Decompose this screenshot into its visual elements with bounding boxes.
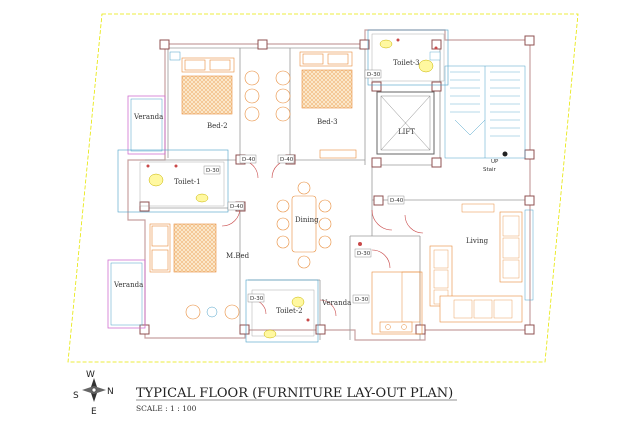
bed-3-furniture: [299, 51, 357, 159]
site-boundary: [67, 13, 579, 363]
door-tag-toilet-1: D-30: [206, 168, 220, 174]
toilet-2-fixtures: [245, 279, 319, 343]
room-label-veranda-left: Veranda: [113, 281, 143, 289]
room-label-veranda-mid: Veranda: [321, 299, 351, 307]
room-label-bed-2: Bed-2: [207, 122, 228, 130]
drawing-scale: SCALE : 1 : 100: [136, 404, 197, 413]
door-tags: D-30 D-30 D-40 D-40 D-40 D-40 D-30 D-30 …: [203, 69, 405, 304]
master-bed-furniture: [149, 223, 240, 320]
compass-e: E: [91, 407, 97, 417]
veranda-top-left: [127, 95, 166, 155]
bed-2-furniture: [169, 51, 235, 115]
staircase: [444, 65, 526, 159]
room-label-toilet-3: Toilet-3: [393, 59, 420, 67]
room-label-lift: LIFT: [398, 128, 415, 136]
toilet-1-fixtures: [117, 149, 229, 213]
stair-up-label: UP: [491, 159, 499, 165]
room-label-dining: Dining: [295, 216, 319, 224]
drawing-title: TYPICAL FLOOR (FURNITURE LAY-OUT PLAN): [136, 386, 453, 401]
lounge-chairs: [244, 70, 291, 122]
compass-w: W: [86, 370, 95, 380]
door-tag-bed-3: D-40: [280, 157, 294, 163]
room-label-toilet-2: Toilet-2: [276, 307, 303, 315]
room-label-veranda-top: Veranda: [133, 113, 163, 121]
compass-s: S: [73, 391, 79, 401]
door-tag-kitchen: D-30: [357, 251, 371, 257]
door-tag-toilet-2: D-30: [250, 296, 264, 302]
toilet-3-fixtures: [367, 29, 449, 86]
door-tag-toilet-3: D-30: [367, 72, 381, 78]
door-tag-master-bed: D-40: [230, 204, 244, 210]
kitchen-area: [358, 242, 423, 335]
living-furniture: [429, 203, 534, 323]
room-label-toilet-1: Toilet-1: [174, 178, 201, 186]
veranda-bottom-left: [107, 259, 146, 329]
door-tag-veranda: D-30: [355, 297, 369, 303]
compass-rose: W N S E: [73, 370, 114, 417]
door-tag-living: D-40: [390, 198, 404, 204]
dining-set: [276, 181, 332, 269]
door-tag-bed-2: D-40: [242, 157, 256, 163]
room-label-bed-3: Bed-3: [317, 118, 338, 126]
compass-n: N: [107, 387, 114, 397]
room-label-stair: Stair: [483, 167, 497, 173]
room-label-master-bed: M.Bed: [226, 252, 250, 260]
room-label-living: Living: [466, 237, 489, 245]
lift-shaft: [376, 91, 435, 155]
